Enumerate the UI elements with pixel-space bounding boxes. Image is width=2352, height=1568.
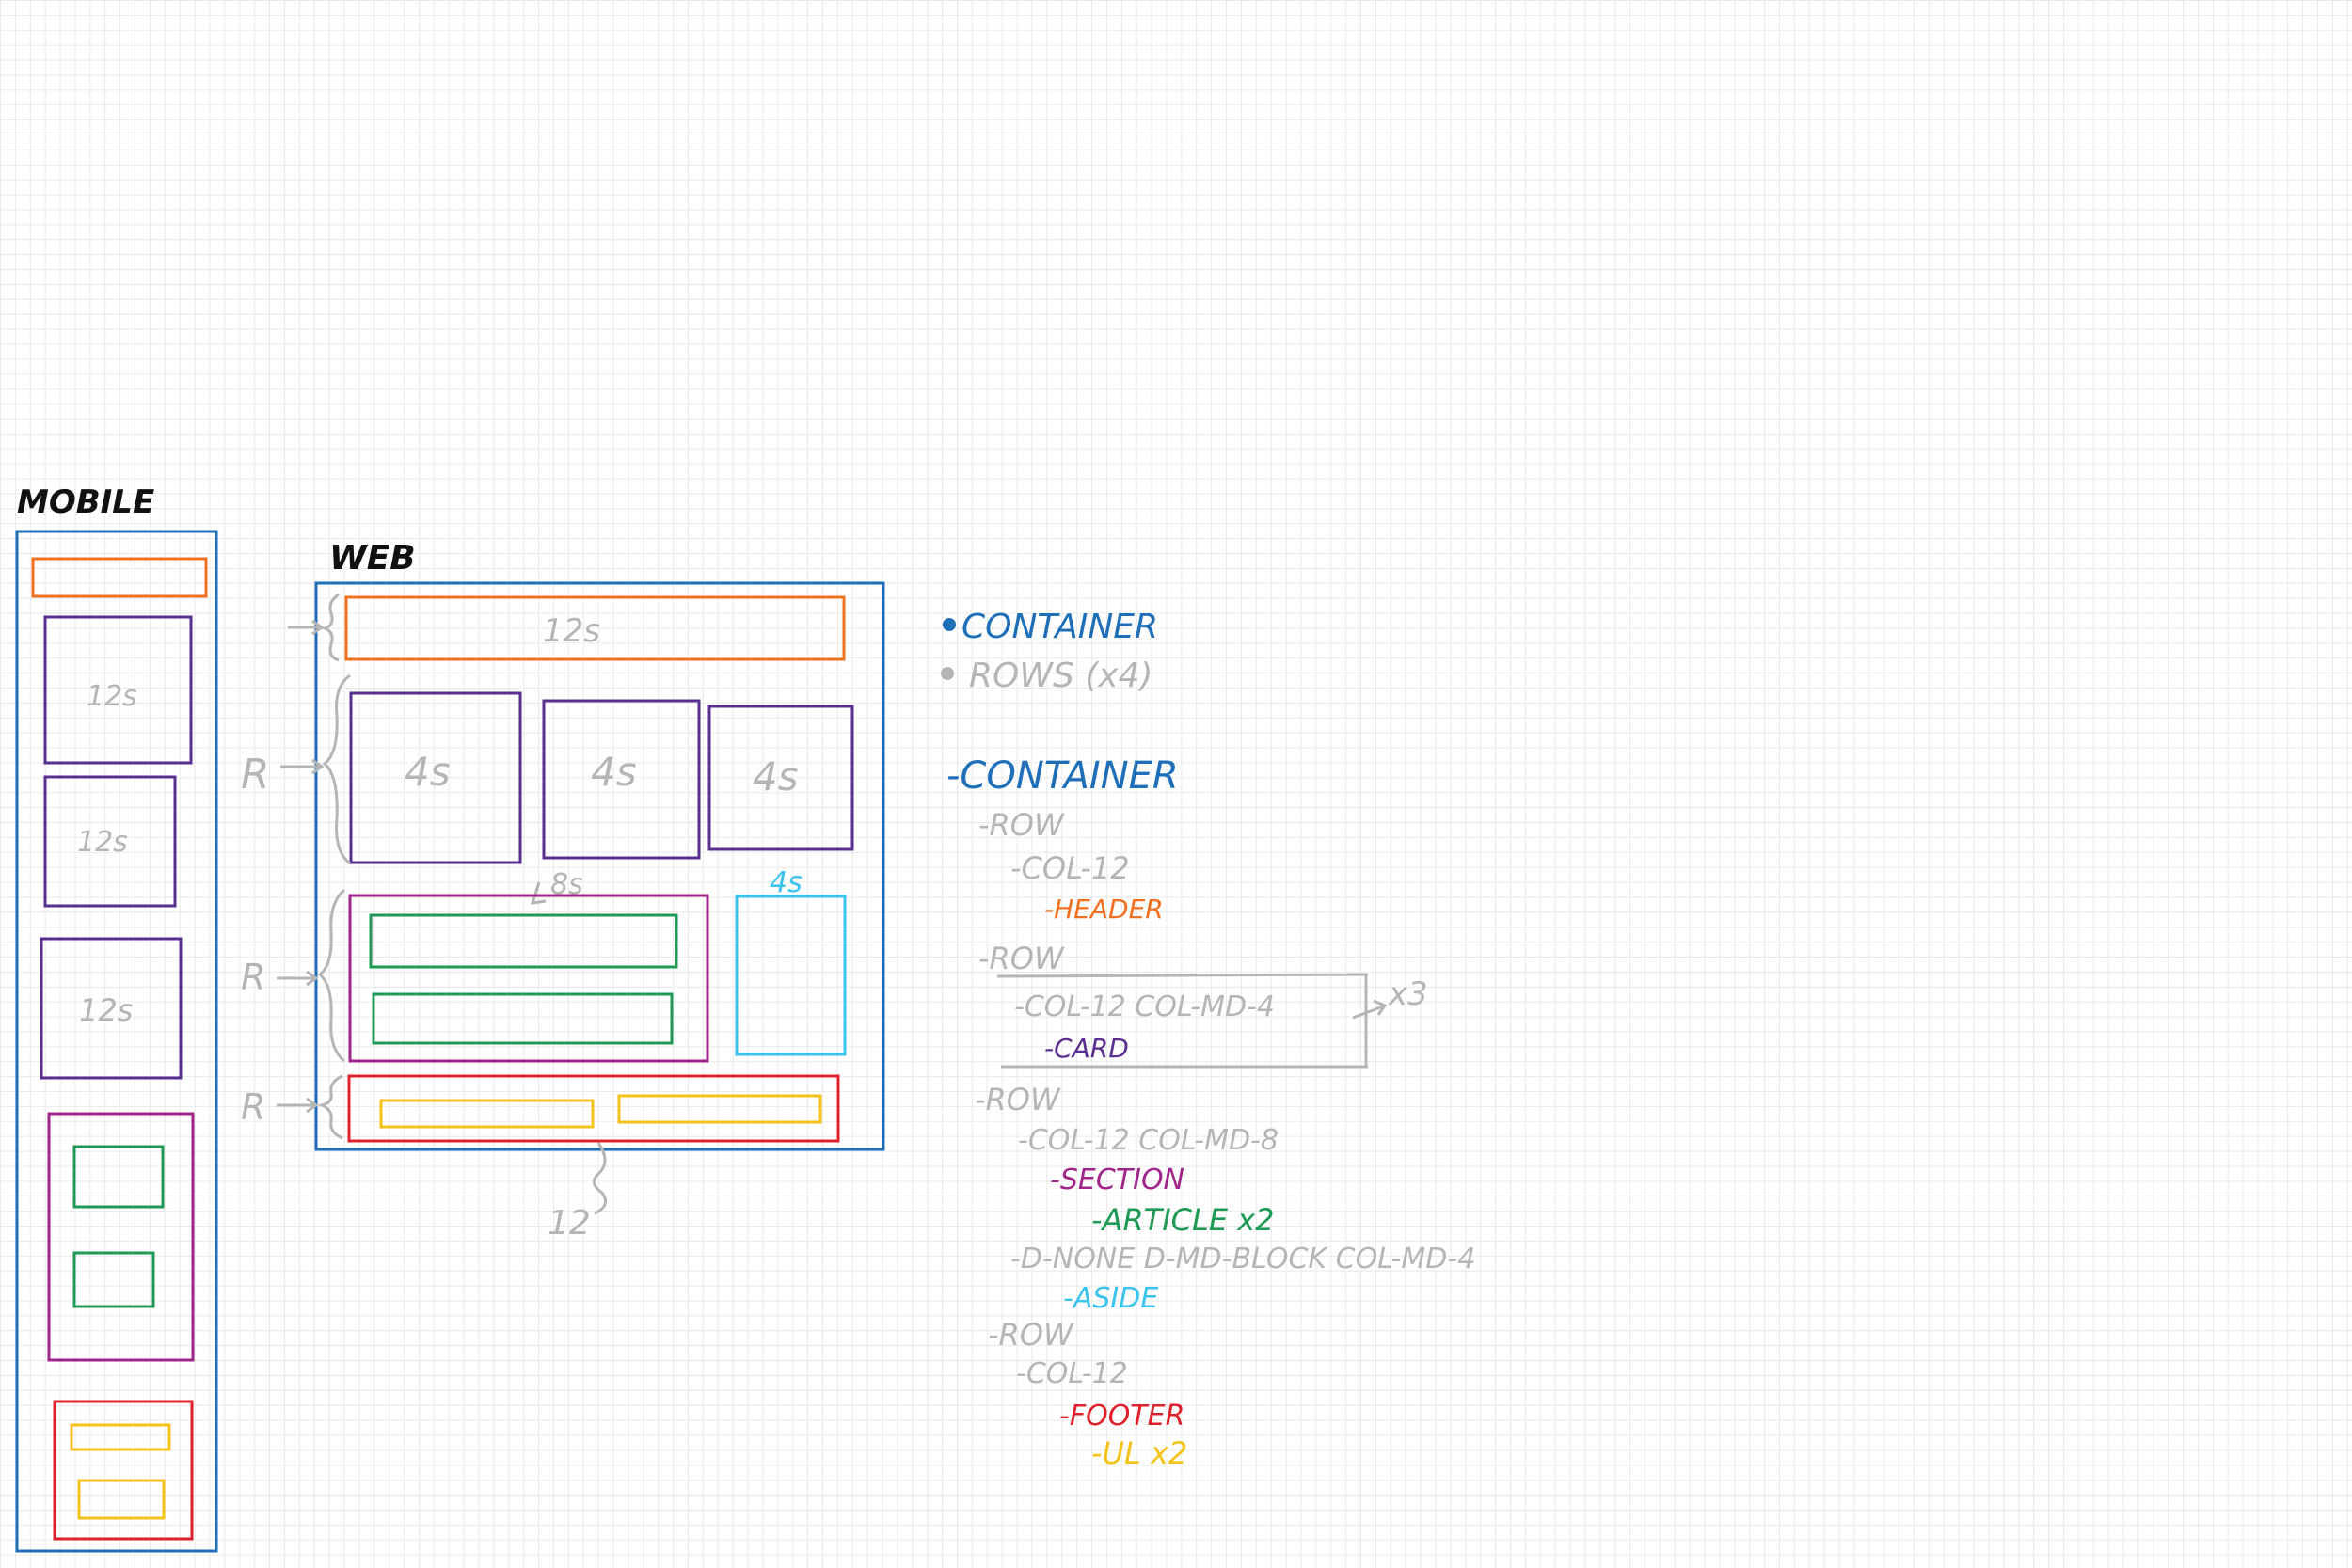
outline-row3-aside: -ASIDE	[1063, 1282, 1158, 1315]
web-article-box-2	[372, 992, 674, 1045]
outline-row2-arrow	[1352, 999, 1388, 1020]
mobile-card-box-3	[40, 937, 183, 1080]
legend-bullet-rows	[941, 667, 954, 680]
mobile-article-box-1	[72, 1145, 165, 1209]
legend-rows: ROWS (x4)	[969, 657, 1153, 695]
outline-row4-col: -COL-12	[1016, 1357, 1128, 1390]
mobile-ul-box-1	[70, 1423, 171, 1451]
row-marker-1: R	[241, 751, 270, 799]
mobile-card-label-1: 12s	[87, 680, 137, 713]
outline-row3: -ROW	[975, 1082, 1061, 1117]
mobile-article-box-2	[72, 1251, 155, 1308]
outline-row1-col: -COL-12	[1010, 850, 1130, 886]
outline-row4-ul: -UL x2	[1091, 1435, 1187, 1471]
outline-row4-footer: -FOOTER	[1059, 1400, 1184, 1433]
web-footer-width-label: 12	[548, 1204, 591, 1243]
outline-row1: -ROW	[978, 807, 1065, 843]
outline-row2: -ROW	[978, 941, 1065, 976]
outline-container: -CONTAINER	[946, 754, 1179, 798]
web-footer-width-brace	[592, 1142, 608, 1215]
row-arrow-2	[280, 758, 325, 775]
web-card-label-1: 4s	[405, 749, 451, 795]
mobile-title: MOBILE	[17, 483, 154, 521]
web-card-box-1	[349, 691, 522, 864]
mobile-footer-box	[53, 1400, 194, 1541]
web-card-box-2	[542, 699, 701, 860]
mobile-card-label-2: 12s	[77, 826, 128, 859]
mobile-ul-box-2	[77, 1479, 166, 1520]
mobile-card-box-2	[43, 775, 177, 908]
row-arrow-4	[277, 1097, 319, 1114]
web-article-box-1	[369, 913, 678, 969]
row-brace-3	[317, 888, 346, 1063]
mobile-card-box-1	[43, 615, 193, 765]
web-title: WEB	[329, 539, 416, 578]
outline-row3-col: -COL-12 COL-MD-8	[1018, 1124, 1279, 1157]
mobile-header-box	[31, 557, 208, 598]
outline-row2-col: -COL-12 COL-MD-4	[1014, 990, 1275, 1023]
outline-row2-repeat: x3	[1388, 975, 1428, 1013]
web-footer-box	[347, 1074, 840, 1143]
web-section-box	[348, 894, 709, 1063]
outline-row3-article: -ARTICLE x2	[1091, 1202, 1275, 1238]
outline-row1-header: -HEADER	[1044, 894, 1164, 925]
web-header-label: 12s	[543, 612, 600, 650]
row-brace-4	[317, 1074, 343, 1140]
row-arrow-1	[288, 619, 325, 636]
row-marker-3: R	[241, 1086, 265, 1128]
row-brace-1	[320, 593, 340, 662]
legend-container: CONTAINER	[961, 608, 1158, 646]
web-card-label-2: 4s	[591, 749, 637, 795]
outline-row3-section: -SECTION	[1050, 1164, 1184, 1196]
outline-row3-dnone: -D-NONE D-MD-BLOCK COL-MD-4	[1010, 1243, 1475, 1275]
legend-bullet-container	[943, 618, 956, 631]
outline-row2-card: -CARD	[1044, 1033, 1129, 1064]
mobile-section-box	[47, 1112, 195, 1362]
outline-row2-bracket	[996, 973, 1368, 1069]
row-arrow-3	[277, 970, 319, 987]
web-ul-box-2	[617, 1094, 822, 1124]
outline-row4: -ROW	[988, 1317, 1074, 1353]
mobile-card-label-3: 12s	[79, 992, 133, 1028]
web-aside-width-label: 4s	[770, 866, 803, 899]
web-section-width-tick	[530, 881, 547, 905]
row-brace-2	[322, 673, 351, 865]
web-aside-box	[735, 895, 847, 1056]
web-ul-box-1	[379, 1099, 595, 1129]
web-card-box-3	[707, 705, 854, 851]
row-marker-2: R	[241, 957, 265, 998]
web-card-label-3: 4s	[753, 753, 799, 800]
web-container-box	[314, 581, 885, 1151]
mobile-container-box	[15, 530, 218, 1553]
web-header-box	[344, 595, 846, 661]
